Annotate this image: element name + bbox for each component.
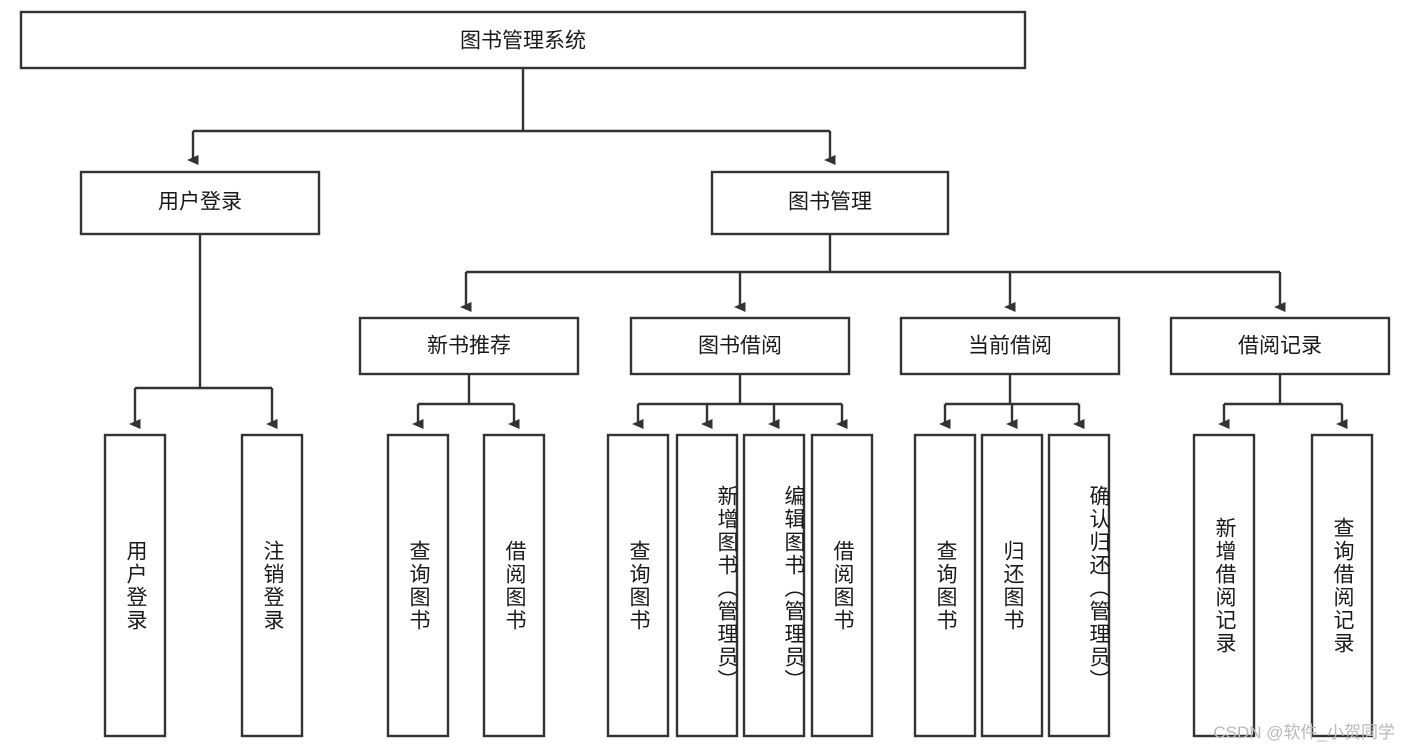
node-book-borrow-label: 图书借阅: [698, 335, 782, 358]
node-user-login-label: 用户登录: [158, 191, 242, 214]
leaf-box-edit-book[interactable]: [742, 433, 806, 738]
node-book-borrow[interactable]: 图书借阅: [629, 316, 851, 376]
node-current-borrow-label: 当前借阅: [968, 335, 1052, 358]
leaf-box-confirm-return[interactable]: [1047, 433, 1111, 738]
leaf-box-query-record[interactable]: [1310, 433, 1374, 738]
node-new-book-recommend-label: 新书推荐: [427, 335, 511, 358]
node-root-label: 图书管理系统: [460, 30, 586, 53]
leaf-box-user-login[interactable]: [103, 433, 167, 738]
node-current-borrow-box[interactable]: [899, 316, 1121, 376]
node-book-manage-box[interactable]: [710, 170, 950, 236]
node-borrow-record-label: 借阅记录: [1238, 335, 1322, 358]
node-borrow-record-box[interactable]: [1169, 316, 1391, 376]
leaf-box-query-book-3[interactable]: [913, 433, 977, 738]
leaf-box-borrow-book-1[interactable]: [482, 433, 546, 738]
leaf-box-return-book[interactable]: [980, 433, 1044, 738]
leaf-box-add-record[interactable]: [1192, 433, 1256, 738]
node-user-login[interactable]: 用户登录: [79, 170, 321, 236]
node-new-book-recommend[interactable]: 新书推荐: [358, 316, 580, 376]
node-book-manage[interactable]: 图书管理: [710, 170, 950, 236]
node-book-manage-label: 图书管理: [788, 191, 872, 214]
node-borrow-record[interactable]: 借阅记录: [1169, 316, 1391, 376]
leaf-box-add-book[interactable]: [675, 433, 739, 738]
node-new-book-recommend-box[interactable]: [358, 316, 580, 376]
csdn-watermark: CSDN @软件_小贺同学: [1213, 723, 1395, 742]
leaf-box-query-book-1[interactable]: [386, 433, 450, 738]
leaf-box-logout-login[interactable]: [240, 433, 304, 738]
node-root[interactable]: 图书管理系统: [19, 10, 1027, 70]
leaf-box-query-book-2[interactable]: [606, 433, 670, 738]
leaf-box-borrow-book-2[interactable]: [810, 433, 874, 738]
node-current-borrow[interactable]: 当前借阅: [899, 316, 1121, 376]
node-book-borrow-box[interactable]: [629, 316, 851, 376]
node-root-box[interactable]: [19, 10, 1027, 70]
